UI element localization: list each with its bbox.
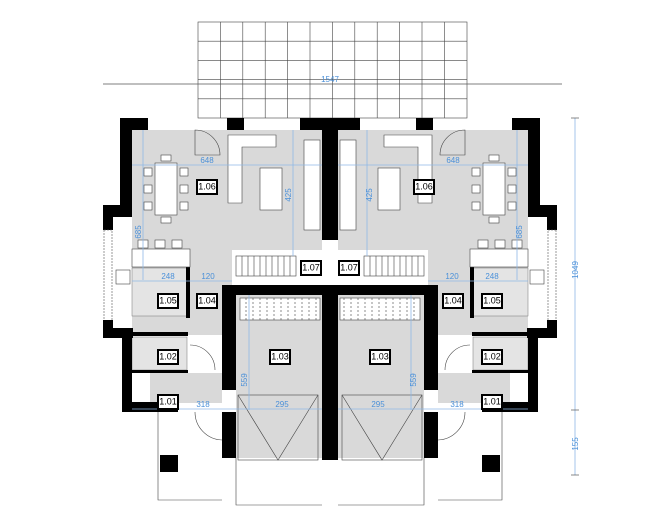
svg-text:1.03: 1.03 bbox=[271, 351, 289, 361]
right-unit-labels: 1.06 1.07 1.04 1.05 1.03 1.02 1.01 648 4… bbox=[338, 156, 524, 410]
room-1-02: 1.02 bbox=[157, 349, 179, 365]
dim-dining-depth: 685 bbox=[515, 225, 524, 239]
coffee-table bbox=[259, 167, 283, 211]
room-1-06: 1.06 bbox=[413, 179, 435, 195]
overall-width-dimension: 1547 bbox=[103, 75, 562, 85]
dim-living-depth: 425 bbox=[284, 188, 293, 202]
dim-living-depth: 425 bbox=[365, 188, 374, 202]
terrace-door[interactable] bbox=[194, 129, 221, 156]
svg-text:1.03: 1.03 bbox=[371, 351, 389, 361]
room-1-05: 1.05 bbox=[481, 293, 503, 309]
porch-column bbox=[160, 455, 178, 472]
svg-text:1.05: 1.05 bbox=[483, 295, 501, 305]
svg-text:1.01: 1.01 bbox=[159, 396, 177, 406]
room-1-01: 1.01 bbox=[157, 394, 179, 410]
room-1-07: 1.07 bbox=[338, 260, 360, 276]
svg-text:1.07: 1.07 bbox=[340, 262, 358, 272]
svg-text:1.02: 1.02 bbox=[483, 351, 501, 361]
dim-kitchen-width: 248 bbox=[161, 272, 175, 281]
svg-text:1.05: 1.05 bbox=[159, 295, 177, 305]
terrace-grid bbox=[197, 21, 468, 119]
room-1-02: 1.02 bbox=[481, 349, 503, 365]
porch-depth-label: 155 bbox=[571, 437, 580, 451]
dining-table bbox=[143, 154, 189, 224]
sofa bbox=[227, 134, 283, 211]
overall-width-label: 1547 bbox=[321, 75, 339, 84]
svg-text:1.02: 1.02 bbox=[159, 351, 177, 361]
room-1-03: 1.03 bbox=[369, 349, 391, 365]
garage-floor bbox=[236, 295, 322, 458]
svg-text:1.06: 1.06 bbox=[198, 181, 216, 191]
room-1-05: 1.05 bbox=[157, 293, 179, 309]
left-unit-labels: 1.06 1.07 1.04 1.05 1.03 1.02 1.01 648 4… bbox=[134, 156, 322, 410]
entry-door[interactable] bbox=[194, 411, 223, 441]
right-unit bbox=[321, 117, 558, 506]
tv-cabinet bbox=[303, 139, 321, 231]
dim-entry-width: 318 bbox=[196, 400, 210, 409]
bar-stools bbox=[131, 239, 191, 268]
room-1-04: 1.04 bbox=[196, 293, 218, 309]
svg-text:1.01: 1.01 bbox=[483, 396, 501, 406]
overall-depth-dimension: 1049 155 bbox=[571, 117, 580, 476]
staircase bbox=[235, 255, 321, 321]
bathroom-door[interactable] bbox=[189, 344, 216, 371]
room-1-07: 1.07 bbox=[300, 260, 322, 276]
dim-garage-width: 295 bbox=[275, 400, 289, 409]
dim-dining-depth: 685 bbox=[134, 225, 143, 239]
dim-hall-width: 120 bbox=[445, 272, 459, 281]
dim-living-width: 648 bbox=[446, 156, 460, 165]
svg-text:1.06: 1.06 bbox=[415, 181, 433, 191]
dim-entry-width: 318 bbox=[450, 400, 464, 409]
overall-depth-label: 1049 bbox=[571, 261, 580, 279]
left-unit bbox=[103, 118, 338, 506]
garage-door[interactable] bbox=[237, 394, 319, 461]
window-left bbox=[103, 229, 113, 323]
room-1-04: 1.04 bbox=[442, 293, 464, 309]
svg-text:1.04: 1.04 bbox=[444, 295, 462, 305]
dim-garage-depth: 559 bbox=[240, 373, 249, 387]
kitchen-sink bbox=[115, 269, 131, 285]
svg-text:1.07: 1.07 bbox=[302, 262, 320, 272]
room-1-03: 1.03 bbox=[269, 349, 291, 365]
dim-kitchen-width: 248 bbox=[485, 272, 499, 281]
room-1-06: 1.06 bbox=[196, 179, 218, 195]
dim-living-width: 648 bbox=[200, 156, 214, 165]
dim-garage-width: 295 bbox=[371, 400, 385, 409]
dim-hall-width: 120 bbox=[201, 272, 215, 281]
dim-garage-depth: 559 bbox=[409, 373, 418, 387]
svg-text:1.04: 1.04 bbox=[198, 295, 216, 305]
room-1-01: 1.01 bbox=[481, 394, 503, 410]
